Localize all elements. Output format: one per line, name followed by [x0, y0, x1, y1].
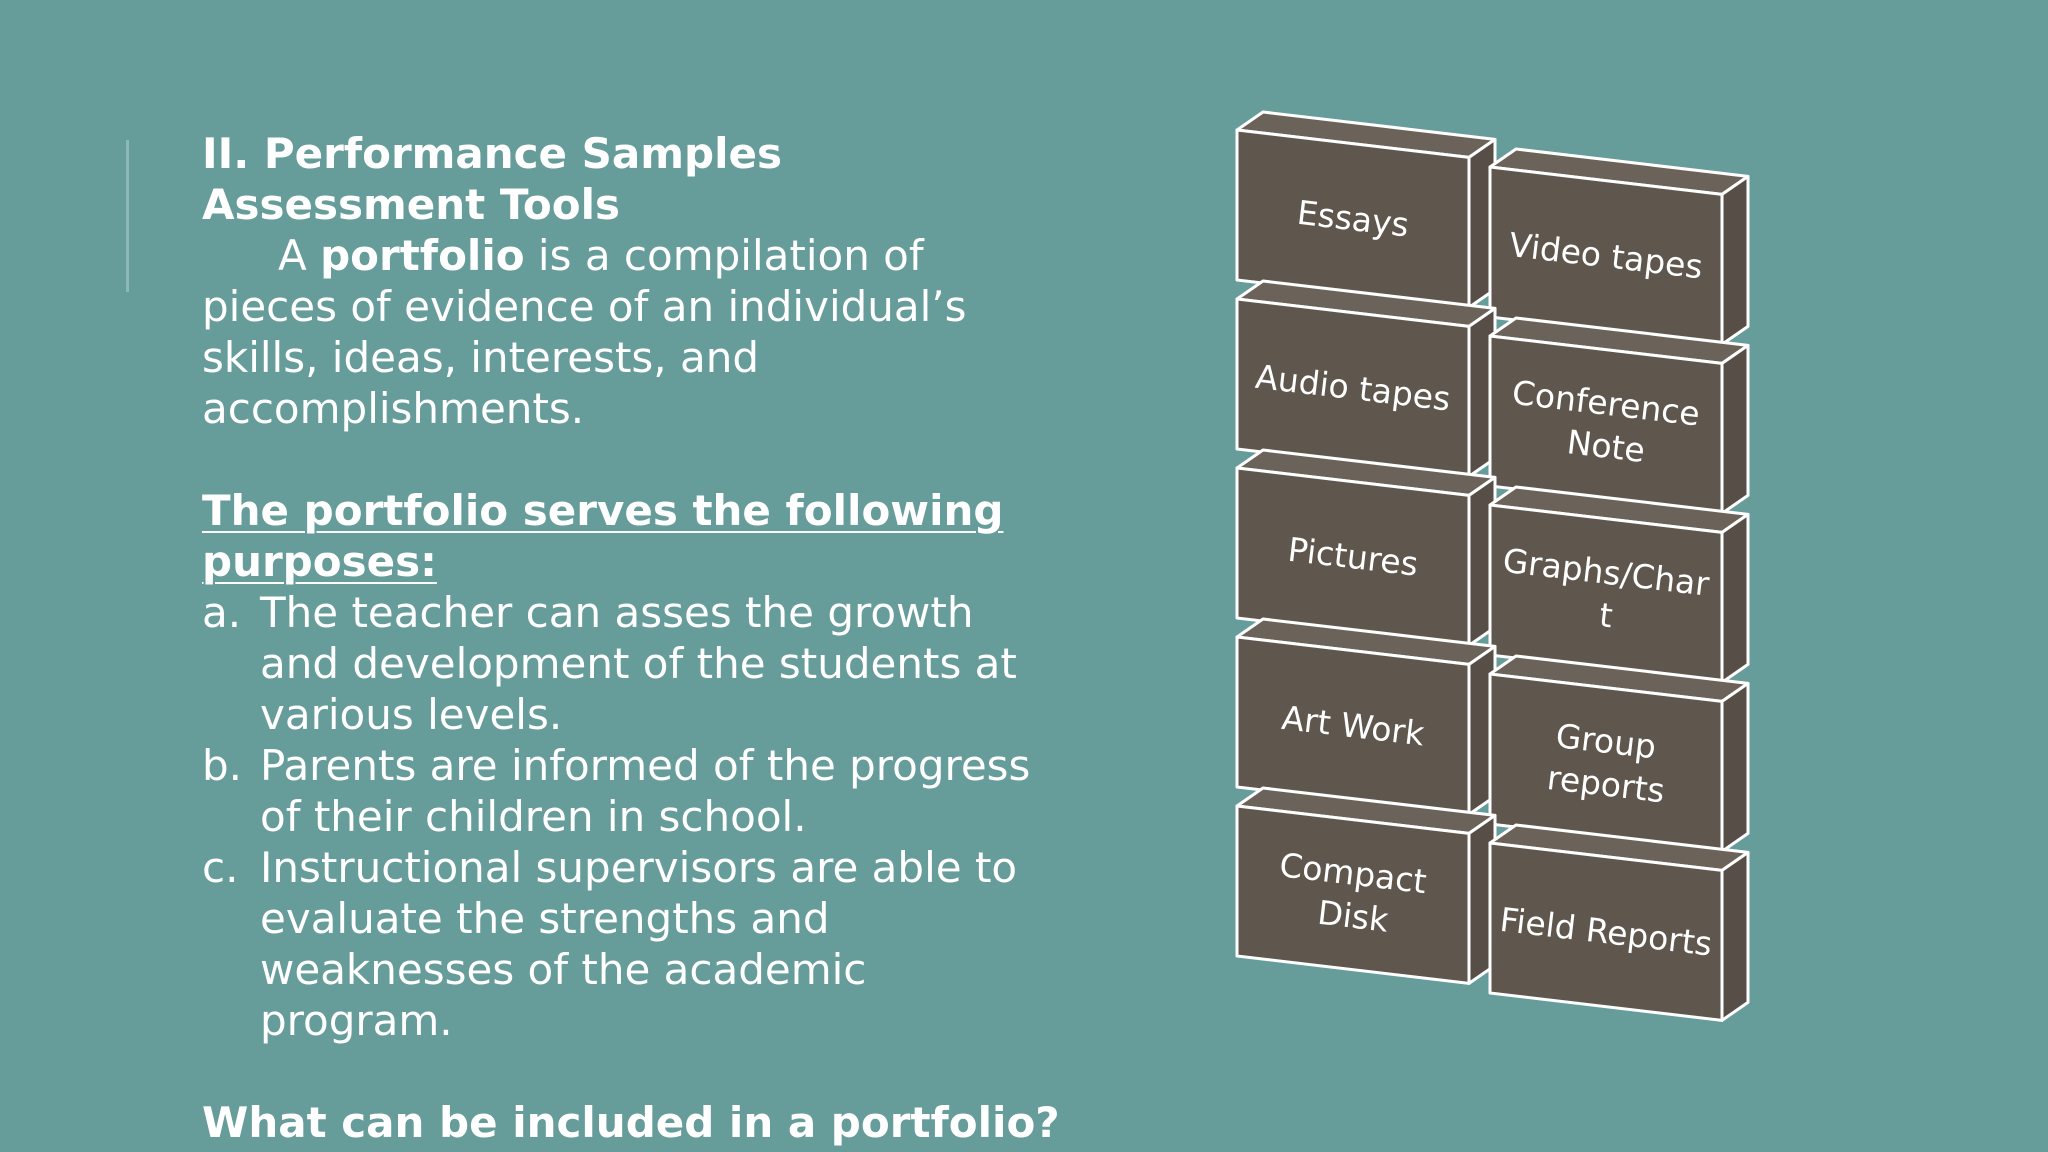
intro-before: A	[278, 231, 321, 280]
list-marker: b.	[202, 741, 243, 790]
list-text: Parents are informed of the progress of …	[260, 741, 1031, 841]
field-reports-box: Field Reports	[1488, 823, 1750, 1022]
list-text: The teacher can asses the growth and dev…	[260, 588, 1017, 739]
portfolio-question: What can be included in a portfolio?	[202, 1098, 1060, 1147]
slide-heading: II. Performance Samples Assessment Tools	[202, 129, 782, 229]
intro-after: is a compilation of pieces of evidence o…	[202, 231, 967, 433]
box-front	[1488, 841, 1724, 1022]
list-item: a. The teacher can asses the growth and …	[202, 587, 1062, 740]
box-side	[1720, 512, 1750, 684]
list-marker: c.	[202, 843, 239, 892]
list-marker: a.	[202, 588, 242, 637]
box-side	[1720, 174, 1750, 346]
accent-line	[126, 140, 129, 292]
box-side	[1720, 681, 1750, 853]
box-front	[1235, 804, 1471, 985]
box-label: Disk	[1316, 893, 1392, 940]
box-label: t	[1597, 595, 1614, 635]
list-item: b. Parents are informed of the progress …	[202, 740, 1062, 842]
intro-bold: portfolio	[320, 231, 525, 280]
portfolio-definition: A portfolio is a compilation of pieces o…	[202, 230, 1062, 434]
audio-tapes-box: Audio tapes	[1235, 279, 1497, 478]
list-text: Instructional supervisors are able to ev…	[260, 843, 1018, 1045]
essays-box: Essays	[1235, 110, 1497, 309]
slide-text: II. Performance Samples Assessment Tools…	[202, 128, 1062, 1148]
box-label: Note	[1565, 422, 1647, 470]
box-side	[1720, 343, 1750, 515]
pictures-box: Pictures	[1235, 448, 1497, 647]
list-item: c. Instructional supervisors are able to…	[202, 842, 1062, 1046]
video-tapes-box: Video tapes	[1488, 147, 1750, 346]
art-work-box: Art Work	[1235, 617, 1497, 816]
purposes-heading: The portfolio serves the following purpo…	[202, 486, 1004, 586]
box-side	[1720, 850, 1750, 1022]
